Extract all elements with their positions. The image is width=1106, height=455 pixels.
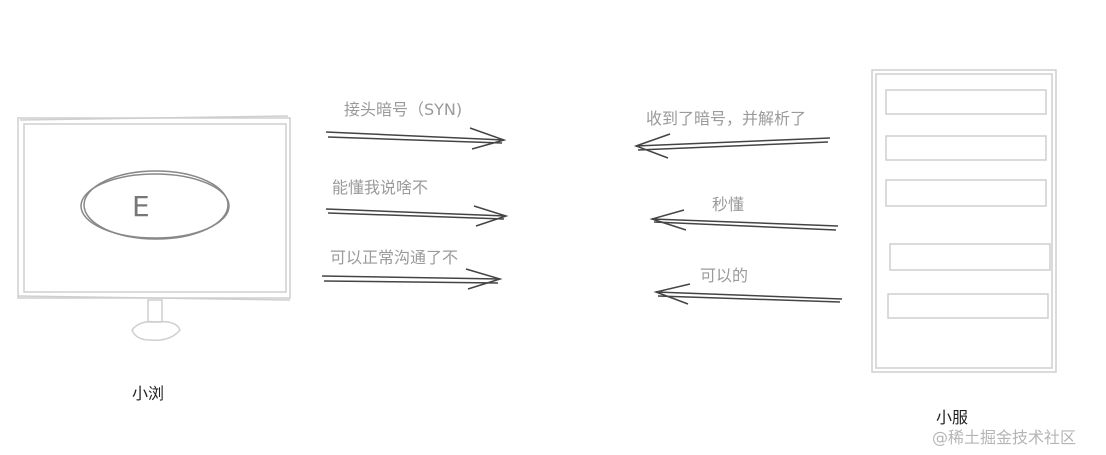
client-name-label: 小浏: [132, 384, 165, 403]
watermark: @稀土掘金技术社区: [932, 428, 1077, 447]
browser-logo: [80, 170, 230, 240]
msg-to-client-2-label: 秒懂: [712, 195, 745, 214]
arrow-to-server-3: [321, 268, 503, 290]
msg-to-client-3-label: 可以的: [700, 266, 749, 285]
msg-to-client-1-label: 收到了暗号，并解析了: [646, 109, 807, 128]
browser-logo-letter: E: [132, 190, 150, 223]
arrow-to-client-2: [649, 209, 839, 231]
msg-to-server-3-label: 可以正常沟通了不: [330, 248, 459, 267]
arrow-to-server-1: [325, 127, 507, 150]
msg-to-server-2-label: 能懂我说啥不: [332, 178, 429, 197]
server-name-label: 小服: [936, 408, 969, 427]
client-monitor: [17, 115, 291, 342]
server-rack: [871, 69, 1057, 373]
arrow-to-server-2: [325, 205, 509, 227]
msg-to-server-1-label: 接头暗号（SYN): [344, 100, 463, 119]
arrow-to-client-3: [653, 283, 843, 305]
arrow-to-client-1: [633, 133, 831, 159]
